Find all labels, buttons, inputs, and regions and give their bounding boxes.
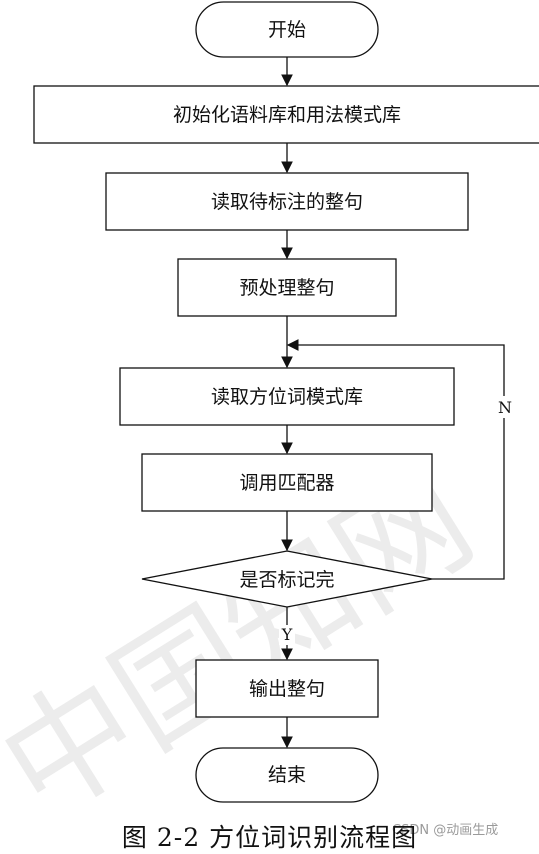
edge-label-no-bg: [496, 396, 512, 418]
end-node-label: 结束: [268, 764, 306, 786]
read-sentence-node-label: 读取待标注的整句: [211, 191, 363, 213]
end-node: 结束: [195, 747, 379, 803]
edge-label-no: N: [498, 398, 512, 417]
figure-caption: 图 2-2 方位词识别流程图: [121, 823, 418, 852]
preprocess-node-label: 预处理整句: [239, 277, 334, 299]
start-node: 开始: [195, 1, 379, 58]
init-node-label: 初始化语料库和用法模式库: [173, 104, 401, 126]
read-pattern-node: 读取方位词模式库: [119, 367, 455, 426]
call-matcher-node: 调用匹配器: [141, 453, 433, 512]
output-node: 输出整句: [195, 659, 379, 718]
edge-label-yes: Y: [281, 625, 293, 644]
decision-node-label: 是否标记完: [239, 569, 334, 591]
read-pattern-node-label: 读取方位词模式库: [211, 386, 363, 408]
edge-label-yes-bg: [279, 625, 295, 645]
edge-decision-loop-no: [286, 339, 505, 580]
watermark-brand: CSDN @动画生成: [392, 823, 498, 838]
output-node-label: 输出整句: [249, 678, 325, 700]
call-matcher-node-label: 调用匹配器: [239, 472, 334, 494]
start-node-label: 开始: [268, 19, 306, 41]
preprocess-node: 预处理整句: [177, 258, 397, 317]
read-sentence-node: 读取待标注的整句: [105, 172, 469, 231]
init-node: 初始化语料库和用法模式库: [33, 85, 539, 144]
